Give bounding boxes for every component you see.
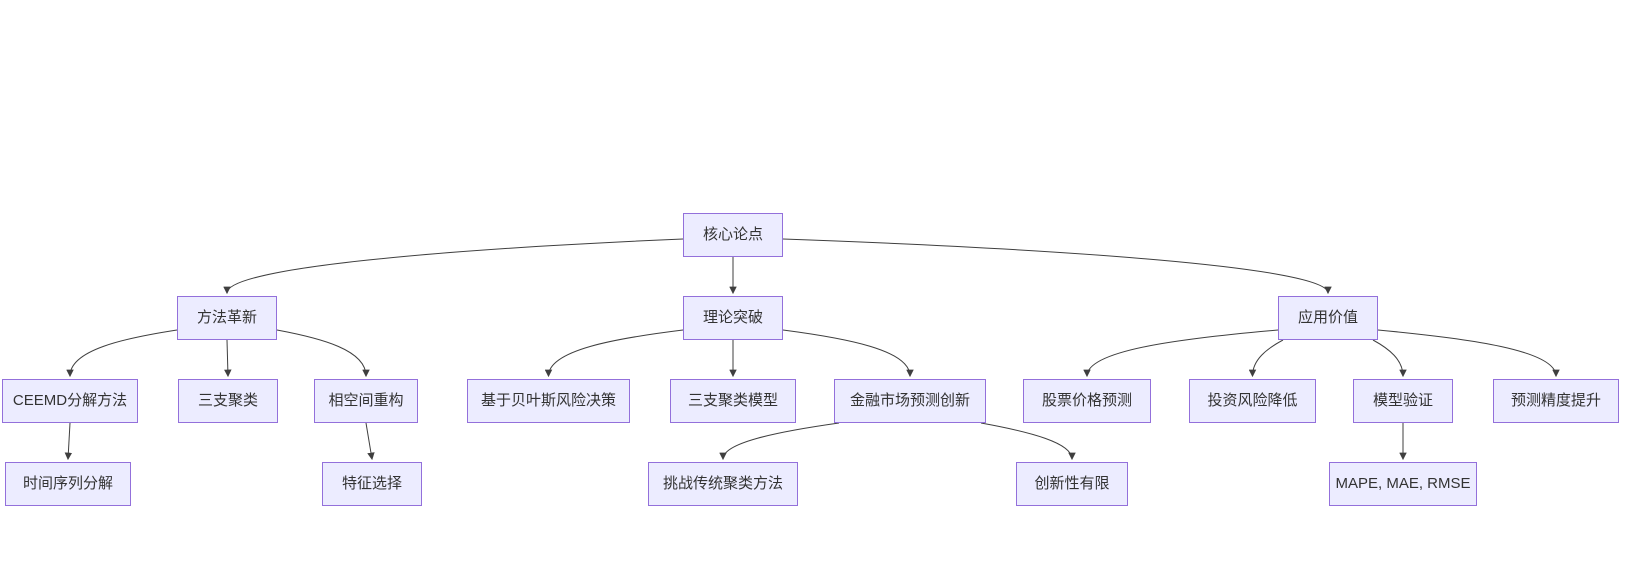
node-label: 金融市场预测创新 — [849, 392, 970, 409]
edge-theory-to-fin-innov — [782, 329, 914, 378]
node-method: 方法革新 — [177, 296, 277, 340]
node-application: 应用价值 — [1278, 296, 1378, 340]
node-label: 股票价格预测 — [1041, 392, 1132, 409]
node-feature: 特征选择 — [322, 462, 422, 506]
node-precision: 预测精度提升 — [1493, 379, 1619, 423]
node-label: 投资风险降低 — [1207, 392, 1298, 409]
edge-core-to-method — [223, 238, 684, 295]
node-risk: 投资风险降低 — [1189, 379, 1316, 423]
edge-fin-innov-to-limited — [980, 422, 1076, 461]
edge-core-to-application — [782, 238, 1332, 295]
node-label: 挑战传统聚类方法 — [662, 475, 783, 492]
node-label: 模型验证 — [1372, 392, 1433, 409]
edge-phase-space-to-feature — [365, 422, 375, 461]
node-label: 基于贝叶斯风险决策 — [480, 392, 616, 409]
node-stock: 股票价格预测 — [1023, 379, 1151, 423]
edge-application-to-precision — [1377, 329, 1560, 378]
node-fin-innov: 金融市场预测创新 — [834, 379, 986, 423]
node-label: 三支聚类 — [197, 392, 258, 409]
edge-application-to-stock — [1083, 329, 1279, 378]
edge-fin-innov-to-challenge — [719, 422, 840, 461]
node-label: 创新性有限 — [1034, 475, 1110, 492]
edge-application-to-risk — [1248, 339, 1284, 378]
node-phase-space: 相空间重构 — [314, 379, 418, 423]
node-label: 特征选择 — [341, 475, 402, 492]
node-label: 理论突破 — [702, 309, 763, 326]
node-label: 相空间重构 — [328, 392, 404, 409]
edge-method-to-three-way — [224, 339, 232, 378]
edge-method-to-phase-space — [276, 329, 370, 378]
node-metrics: MAPE, MAE, RMSE — [1329, 462, 1477, 506]
node-limited: 创新性有限 — [1016, 462, 1128, 506]
node-label: CEEMD分解方法 — [12, 392, 128, 409]
edge-application-to-validation — [1372, 339, 1407, 378]
node-label: 方法革新 — [196, 309, 257, 326]
node-label: 核心论点 — [702, 226, 763, 243]
node-challenge: 挑战传统聚类方法 — [648, 462, 798, 506]
node-bayes: 基于贝叶斯风险决策 — [467, 379, 630, 423]
node-label: 应用价值 — [1297, 309, 1358, 326]
node-label: 预测精度提升 — [1510, 392, 1601, 409]
node-label: MAPE, MAE, RMSE — [1335, 475, 1471, 492]
node-label: 三支聚类模型 — [687, 392, 778, 409]
edge-ceemd-to-ts-decomp — [64, 422, 73, 461]
node-core: 核心论点 — [683, 213, 783, 257]
node-ts-decomp: 时间序列分解 — [5, 462, 131, 506]
node-three-way: 三支聚类 — [178, 379, 278, 423]
node-twc-model: 三支聚类模型 — [670, 379, 796, 423]
edge-method-to-ceemd — [66, 329, 178, 378]
node-ceemd: CEEMD分解方法 — [2, 379, 138, 423]
node-label: 时间序列分解 — [22, 475, 113, 492]
edge-theory-to-bayes — [544, 329, 684, 378]
node-validation: 模型验证 — [1353, 379, 1453, 423]
node-theory: 理论突破 — [683, 296, 783, 340]
